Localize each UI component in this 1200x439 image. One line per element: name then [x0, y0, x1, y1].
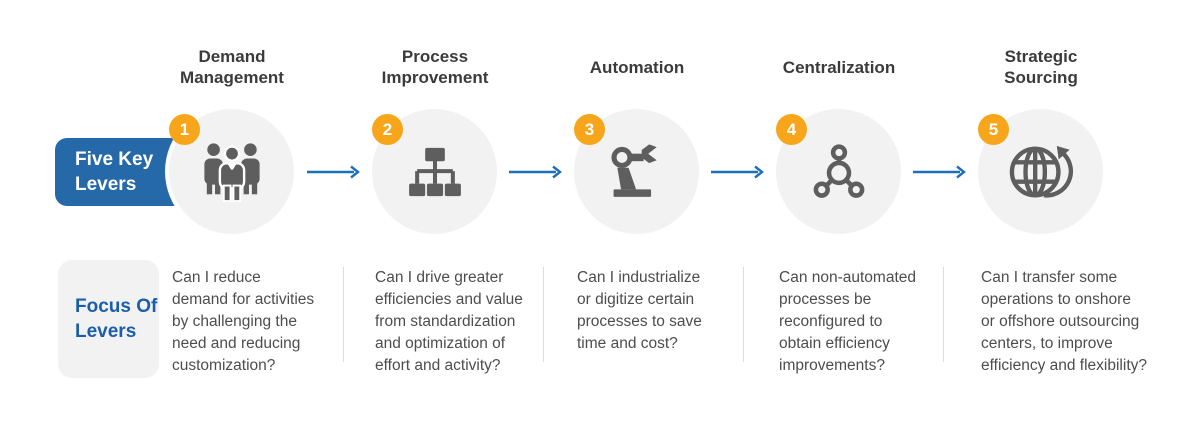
lever-title: Centralization [782, 57, 896, 77]
five-key-levers-label: Five Key Levers [75, 149, 154, 195]
step-number-badge: 2 [372, 114, 403, 145]
people-icon [203, 142, 260, 202]
right-arrow-icon [913, 165, 966, 179]
robot-arm-icon [610, 144, 657, 197]
focus-of-levers-badge: Focus Of Levers [58, 260, 159, 378]
right-arrow-icon [307, 165, 360, 179]
org-chart-icon [408, 147, 461, 196]
lever-circle [776, 109, 901, 234]
five-key-levers-badge: Five Key Levers [55, 138, 185, 206]
lever-question: Can I drive greater efficiencies and val… [375, 269, 523, 374]
step-number-badge: 3 [574, 114, 605, 145]
lever-strategic-sourcing: Strategic Sourcing 5 Can I transfer some… [941, 0, 1147, 439]
lever-question: Can non-automated processes be reconfigu… [779, 269, 917, 374]
lever-question: Can I reduce demand for activities by ch… [172, 269, 315, 374]
step-number-badge: 1 [169, 114, 200, 145]
lever-process-improvement: Process Improvement 2 Can I drive greate… [335, 0, 535, 439]
lever-title: Demand Management [180, 47, 284, 87]
step-number-badge: 4 [776, 114, 807, 145]
lever-automation: Automation 3 Can I industrialize or digi… [537, 0, 737, 439]
column-divider [343, 267, 344, 362]
lever-demand-management: Demand Management [132, 0, 332, 439]
globe-arrow-icon [1009, 145, 1073, 198]
lever-title: Strategic Sourcing [1004, 47, 1078, 87]
lever-circle [169, 109, 294, 234]
right-arrow-icon [711, 165, 764, 179]
step-number-badge: 5 [978, 114, 1009, 145]
lever-question: Can I transfer some operations to onshor… [981, 269, 1147, 374]
focus-of-levers-label: Focus Of Levers [75, 296, 158, 342]
lever-question: Can I industrialize or digitize certain … [577, 269, 702, 352]
lever-title: Automation [589, 57, 685, 77]
column-divider [543, 267, 544, 362]
lever-centralization: Centralization 4 Can non-automated proce… [739, 0, 939, 439]
network-icon [813, 143, 864, 198]
column-divider [743, 267, 744, 362]
lever-title: Process Improvement [381, 47, 489, 87]
column-divider [943, 267, 944, 362]
right-arrow-icon [509, 165, 562, 179]
